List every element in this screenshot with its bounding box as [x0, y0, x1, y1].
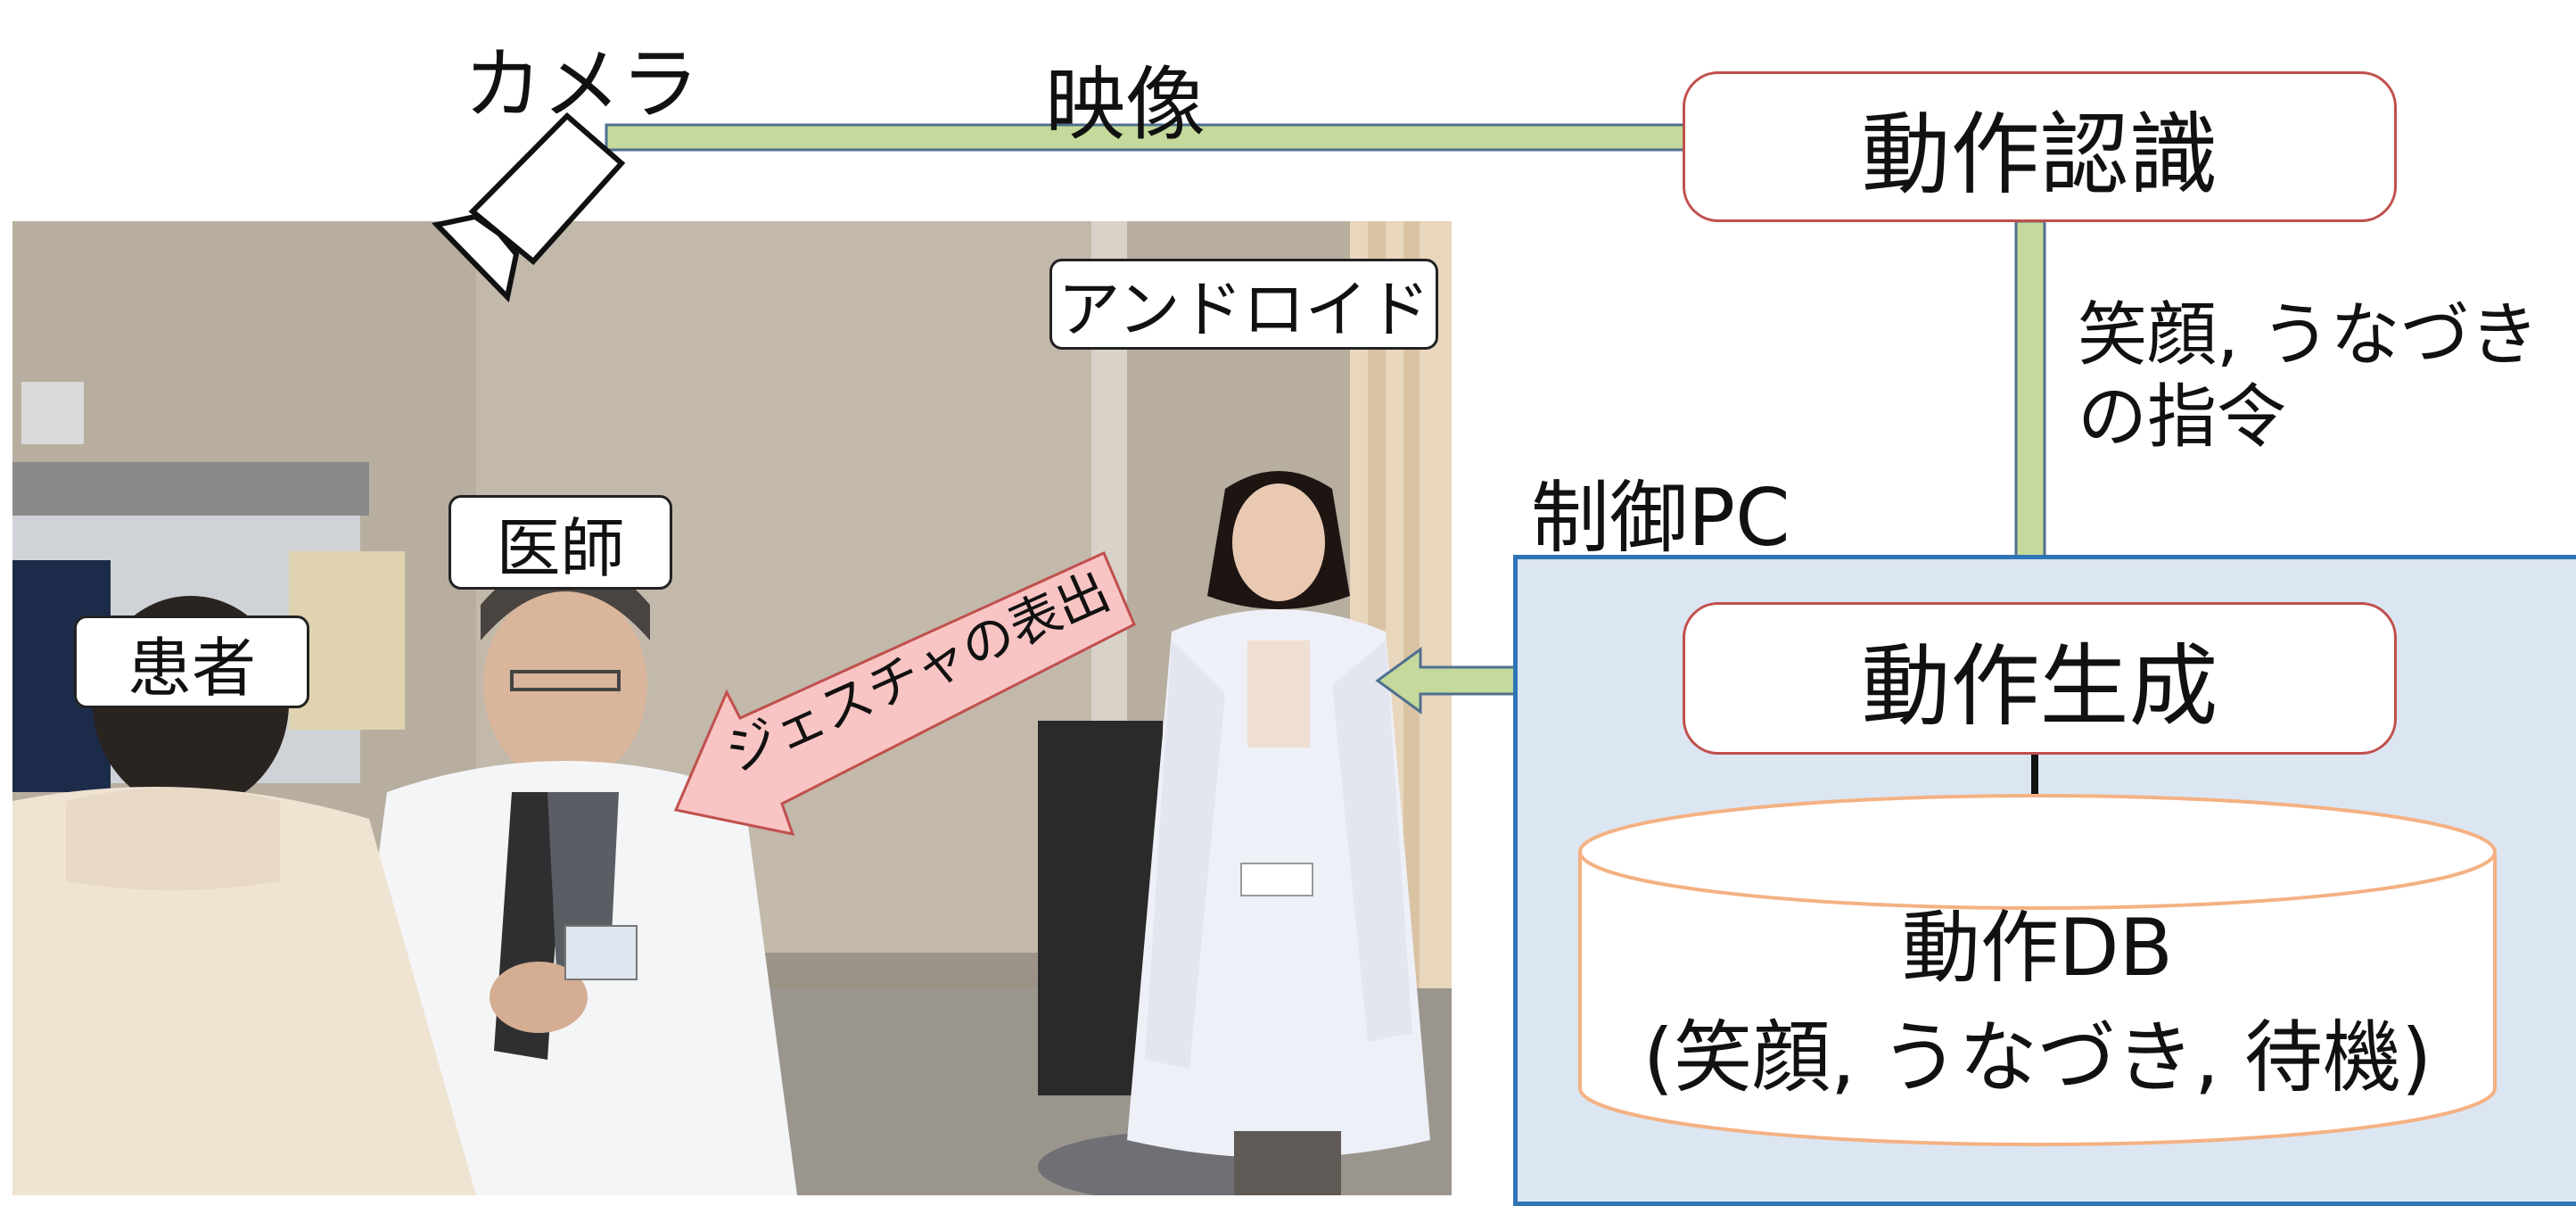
motion-recognition-label: 動作認識 [1861, 103, 2218, 207]
gesture-arrow [673, 550, 1136, 837]
camera-label: カメラ [464, 38, 700, 130]
patient-callout: 患者 [74, 615, 309, 708]
database-cylinder-icon [1578, 794, 2497, 1146]
command-line-2: の指令 [2078, 377, 2287, 458]
video-label: 映像 [1045, 58, 1206, 152]
motion-db-contents: (笑顔, うなづき, 待機) [1642, 1012, 2432, 1103]
motion-recognition-box: 動作認識 [1683, 71, 2397, 222]
android-label: アンドロイド [1058, 272, 1430, 346]
camera-icon [432, 112, 626, 303]
command-label: 笑顔, うなづき の指令 [2078, 294, 2539, 458]
patient-label: 患者 [127, 630, 256, 706]
doctor-callout: 医師 [449, 495, 672, 590]
motion-generation-label: 動作生成 [1861, 634, 2218, 739]
command-line-1: 笑顔, うなづき [2078, 295, 2539, 376]
motion-db-title: 動作DB [1901, 902, 2174, 994]
doctor-label: 医師 [496, 510, 625, 586]
android-callout: アンドロイド [1049, 259, 1438, 350]
control-pc-label: 制御PC [1531, 472, 1790, 564]
video-connector [605, 123, 1687, 152]
motion-generation-box: 動作生成 [1683, 602, 2397, 755]
